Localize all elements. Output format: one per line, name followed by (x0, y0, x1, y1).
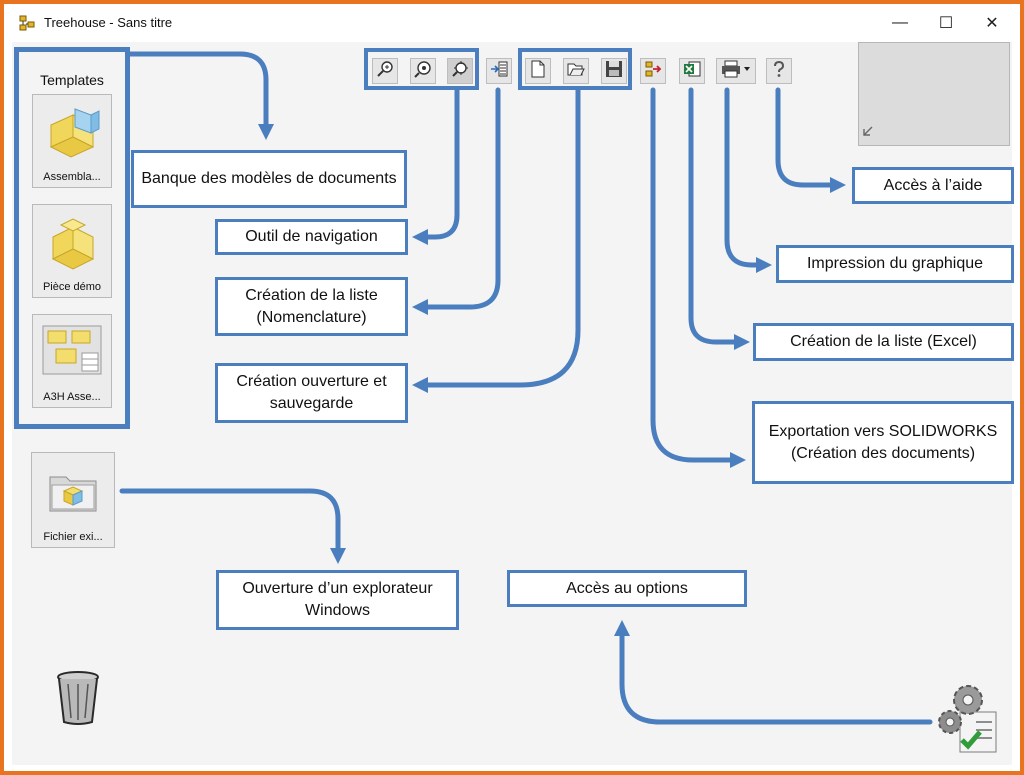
minimize-button[interactable]: — (892, 14, 908, 31)
resize-corner-icon[interactable] (863, 123, 873, 141)
folder-icon (48, 469, 98, 518)
open-file-icon (567, 60, 585, 83)
callout-bom-creation: Création de la liste (Nomenclature) (215, 277, 408, 336)
help-icon (770, 60, 788, 83)
assembly-icon (43, 103, 101, 166)
solidworks-export-icon (644, 60, 662, 83)
zoom-area-button[interactable] (410, 58, 436, 84)
print-icon (721, 60, 751, 83)
callout-navigation-tool: Outil de navigation (215, 219, 408, 255)
template-label: Assembla... (43, 171, 101, 183)
bom-list-icon (490, 60, 508, 83)
maximize-button[interactable]: ☐ (938, 15, 954, 32)
template-assembly[interactable]: Assembla... (32, 94, 112, 188)
close-button[interactable]: ✕ (985, 15, 999, 32)
solidworks-export-button[interactable] (640, 58, 666, 84)
drawing-template-icon (42, 325, 102, 380)
new-file-button[interactable] (525, 58, 551, 84)
callout-open-save: Création ouverture et sauvegarde (215, 363, 408, 423)
pan-icon (451, 60, 469, 83)
bom-list-button[interactable] (486, 58, 512, 84)
print-button[interactable] (716, 58, 756, 84)
window-title: Treehouse - Sans titre (44, 15, 173, 30)
save-button[interactable] (601, 58, 627, 84)
template-label: Pièce démo (42, 281, 102, 293)
callout-options-access: Accès au options (507, 570, 747, 607)
zoom-fit-button[interactable] (372, 58, 398, 84)
excel-export-button[interactable] (679, 58, 705, 84)
callout-print-graphic: Impression du graphique (776, 245, 1014, 283)
templates-title: Templates (40, 72, 104, 88)
open-file-button[interactable] (563, 58, 589, 84)
template-label: A3H Asse... (43, 391, 101, 403)
part-icon (43, 213, 101, 276)
trash-icon[interactable] (54, 670, 102, 731)
zoom-fit-icon (376, 60, 394, 83)
templates-panel: Templates Assembla... Pièce démo (14, 47, 130, 429)
new-file-icon (529, 60, 547, 83)
callout-excel-list: Création de la liste (Excel) (753, 323, 1014, 361)
navigation-tools-highlight (364, 48, 479, 90)
callout-windows-explorer: Ouverture d’un explorateur Windows (216, 570, 459, 630)
callout-solidworks-export: Exportation vers SOLIDWORKS (Création de… (752, 401, 1014, 484)
callout-templates-bank: Banque des modèles de documents (131, 150, 407, 208)
help-button[interactable] (766, 58, 792, 84)
template-part-demo[interactable]: Pièce démo (32, 204, 112, 298)
preview-pane[interactable] (858, 42, 1010, 146)
zoom-area-icon (414, 60, 432, 83)
treehouse-app-icon (18, 14, 36, 32)
template-a3h-assembly[interactable]: A3H Asse... (32, 314, 112, 408)
file-tools-highlight (518, 48, 632, 90)
callout-help-access: Accès à l’aide (852, 167, 1014, 204)
options-gear-icon[interactable] (934, 682, 1000, 759)
existing-file-label: Fichier exi... (43, 531, 103, 543)
save-icon (605, 60, 623, 83)
title-bar: Treehouse - Sans titre — ☐ ✕ (4, 4, 1020, 40)
pan-button[interactable] (447, 58, 473, 84)
existing-file-button[interactable]: Fichier exi... (31, 452, 115, 548)
excel-export-icon (683, 60, 701, 83)
